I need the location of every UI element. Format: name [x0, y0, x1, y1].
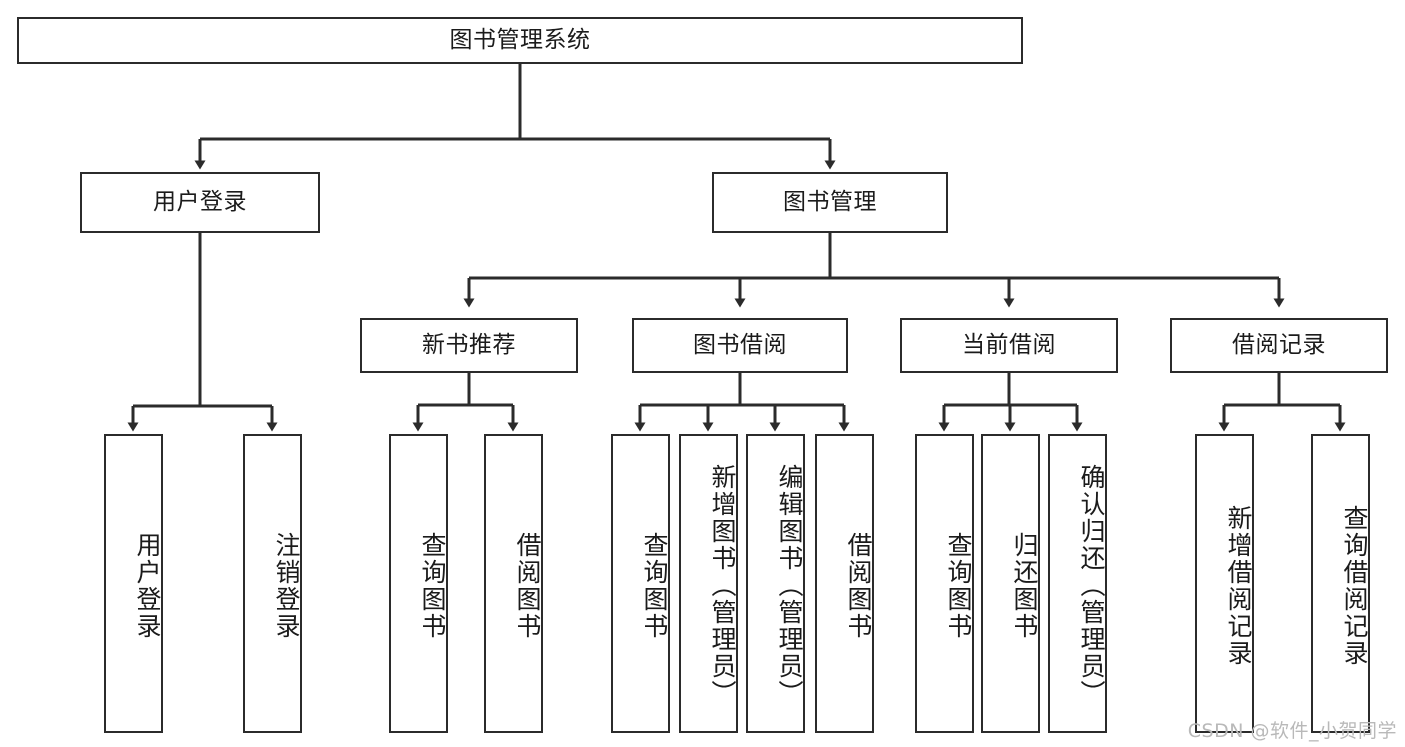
node-new-book-recommend-label: 新书推荐	[422, 331, 516, 358]
leaf-current-return-book[interactable]: 归还图书	[981, 434, 1040, 733]
node-user-login[interactable]: 用户登录	[80, 172, 320, 233]
node-borrow-record[interactable]: 借阅记录	[1170, 318, 1388, 373]
leaf-recommend-borrow-book-label: 借阅图书	[513, 531, 542, 640]
leaf-current-query-book-label: 查询图书	[944, 531, 973, 640]
leaf-user-login[interactable]: 用户登录	[104, 434, 163, 733]
leaf-borrow-lend-book-label: 借阅图书	[844, 531, 873, 640]
leaf-record-search-label: 查询借阅记录	[1340, 504, 1369, 667]
leaf-borrow-query-book-label: 查询图书	[640, 531, 669, 640]
node-current-borrow[interactable]: 当前借阅	[900, 318, 1118, 373]
node-user-login-label: 用户登录	[153, 188, 247, 215]
node-book-manage-label: 图书管理	[783, 188, 877, 215]
leaf-recommend-borrow-book[interactable]: 借阅图书	[484, 434, 543, 733]
node-book-manage[interactable]: 图书管理	[712, 172, 948, 233]
leaf-current-confirm-return-label: 确认归还（管理员）	[1077, 464, 1106, 707]
node-new-book-recommend[interactable]: 新书推荐	[360, 318, 578, 373]
node-root-label: 图书管理系统	[449, 26, 591, 53]
leaf-user-logout-label: 注销登录	[272, 531, 301, 640]
leaf-user-login-label: 用户登录	[133, 531, 162, 640]
leaf-current-query-book[interactable]: 查询图书	[915, 434, 974, 733]
node-current-borrow-label: 当前借阅	[962, 331, 1056, 358]
leaf-borrow-add-book-label: 新增图书（管理员）	[708, 464, 737, 707]
leaf-current-confirm-return[interactable]: 确认归还（管理员）	[1048, 434, 1107, 733]
leaf-record-add-label: 新增借阅记录	[1224, 504, 1253, 667]
node-book-borrow[interactable]: 图书借阅	[632, 318, 848, 373]
leaf-record-add[interactable]: 新增借阅记录	[1195, 434, 1254, 733]
node-borrow-record-label: 借阅记录	[1232, 331, 1326, 358]
leaf-borrow-query-book[interactable]: 查询图书	[611, 434, 670, 733]
leaf-user-logout[interactable]: 注销登录	[243, 434, 302, 733]
leaf-recommend-query-book-label: 查询图书	[418, 531, 447, 640]
leaf-borrow-edit-book-label: 编辑图书（管理员）	[775, 464, 804, 707]
leaf-recommend-query-book[interactable]: 查询图书	[389, 434, 448, 733]
leaf-record-search[interactable]: 查询借阅记录	[1311, 434, 1370, 733]
node-root[interactable]: 图书管理系统	[17, 17, 1023, 64]
leaf-borrow-add-book[interactable]: 新增图书（管理员）	[679, 434, 738, 733]
leaf-current-return-book-label: 归还图书	[1010, 531, 1039, 640]
leaf-borrow-lend-book[interactable]: 借阅图书	[815, 434, 874, 733]
leaf-borrow-edit-book[interactable]: 编辑图书（管理员）	[746, 434, 805, 733]
node-book-borrow-label: 图书借阅	[693, 331, 787, 358]
